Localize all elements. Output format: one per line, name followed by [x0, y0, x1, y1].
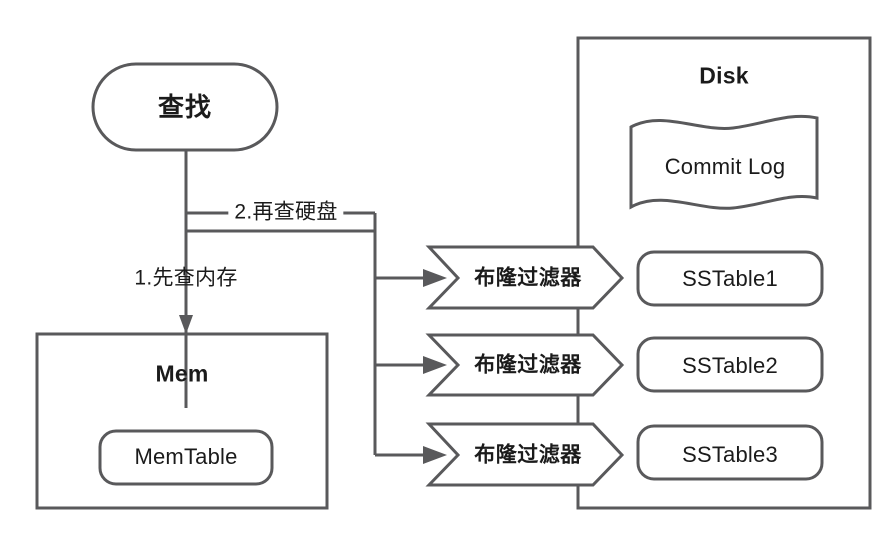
sstable-2-box	[636, 336, 824, 393]
disk-container-label: Disk	[699, 62, 749, 89]
bloom-filter-1-label: 布隆过滤器	[474, 266, 582, 290]
mem-container-label: Mem	[155, 360, 209, 387]
bus-to-bloom-2-arrowhead	[423, 356, 447, 374]
memtable-box	[98, 429, 274, 486]
bloom-filter-3-label: 布隆过滤器	[474, 443, 582, 467]
sstable-1-label: SSTable1	[682, 266, 778, 291]
bus-to-bloom-1-arrowhead	[423, 269, 447, 287]
sstable-3-label: SSTable3	[682, 442, 778, 467]
query-node-label: 查找	[157, 92, 213, 122]
bloom-filter-2-shape	[425, 333, 625, 397]
edge-label-to-memory: 1.先查内存	[134, 266, 238, 290]
sstable-3-box	[636, 424, 824, 481]
commit-log-shape	[629, 114, 819, 210]
query-to-mem-arrowhead	[179, 315, 193, 334]
bloom-filter-3-shape	[425, 422, 625, 487]
commit-log-label: Commit Log	[664, 154, 786, 179]
edge-label-to-disk: 2.再查硬盘	[228, 201, 344, 223]
bloom-filter-2-label: 布隆过滤器	[474, 353, 582, 377]
sstable-2-label: SSTable2	[682, 353, 778, 378]
bus-to-bloom-3-arrowhead	[423, 446, 447, 464]
sstable-1-box	[636, 250, 824, 307]
memtable-label: MemTable	[134, 444, 238, 469]
bloom-filter-1-shape	[425, 245, 625, 310]
